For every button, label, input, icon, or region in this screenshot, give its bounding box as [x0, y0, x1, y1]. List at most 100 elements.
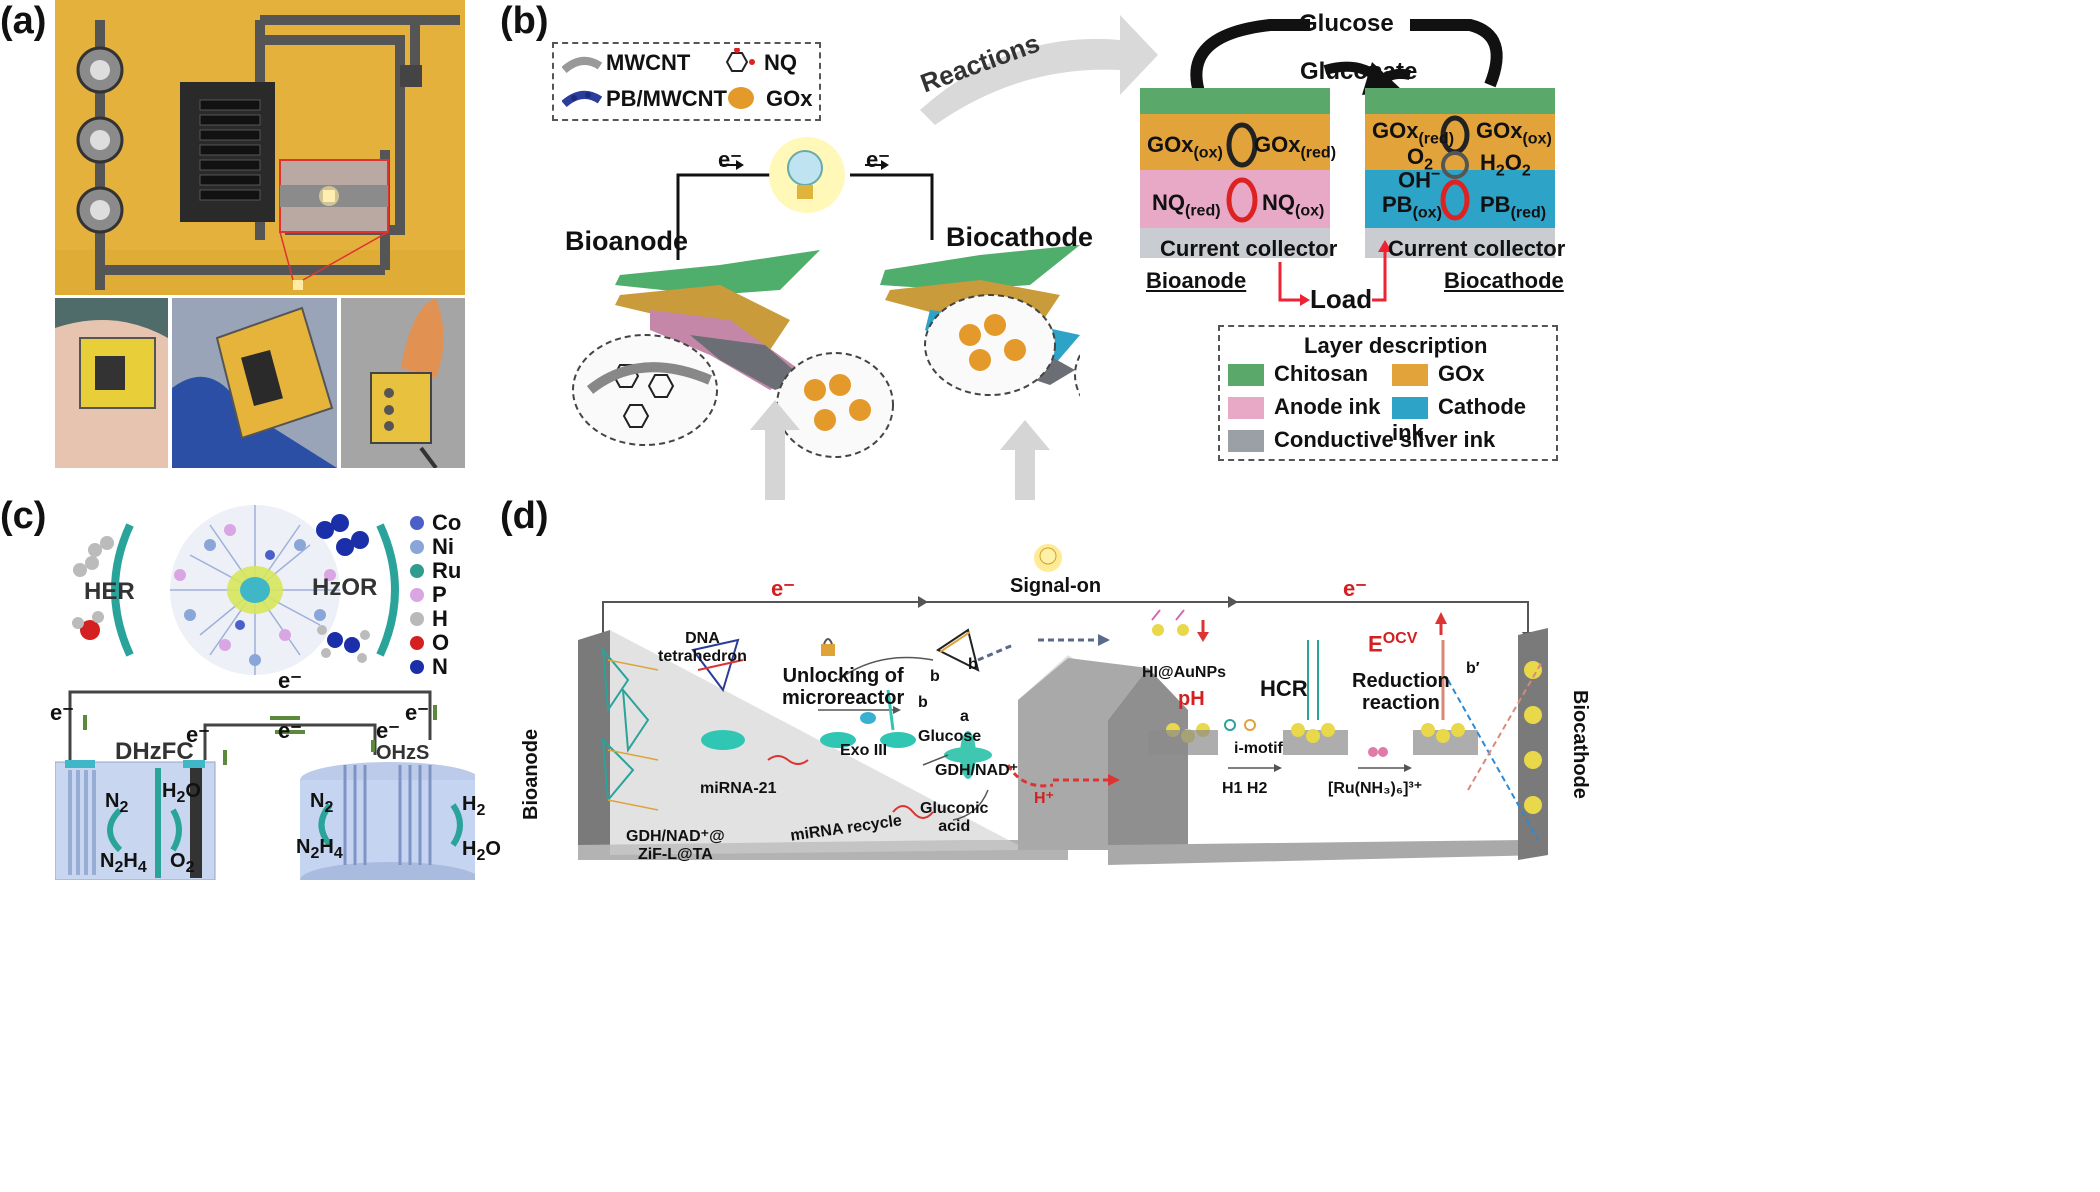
- anode-nq-ox: NQ(ox): [1262, 190, 1325, 220]
- h1h2-label: H1 H2: [1222, 780, 1268, 797]
- layer-chitosan: Chitosan: [1228, 361, 1368, 387]
- anode-gox-red: GOx(red): [1254, 132, 1337, 162]
- element-legend: Co Ni Ru P H O N: [410, 510, 480, 679]
- c-electron-mid-left: e⁻: [186, 722, 210, 747]
- ohzs-label: OHzS: [376, 742, 430, 764]
- cathode-gox-red: GOx(red): [1372, 118, 1455, 148]
- device-photo: [55, 0, 465, 295]
- electron-right: e⁻: [866, 147, 890, 172]
- photo-arm-drawing: [55, 298, 168, 468]
- photo-hand-drawing: [172, 298, 337, 468]
- electron-left: e⁻: [718, 147, 742, 172]
- bioanode-scheme-label: Bioanode: [1146, 268, 1247, 293]
- layer-anode-ink: Anode ink: [1228, 394, 1380, 420]
- strand-b-left: b: [930, 668, 940, 685]
- panel-label-c: (c): [0, 495, 47, 537]
- bprime-label: b′: [1466, 660, 1480, 677]
- mwcnt-icon: [562, 56, 602, 74]
- nq-icon: [725, 48, 755, 72]
- panel-label-a: (a): [0, 0, 47, 42]
- c-electron-left: e⁻: [50, 700, 74, 725]
- biocathode-scheme-label: Biocathode: [1444, 268, 1564, 293]
- gox-icon: [728, 87, 754, 109]
- d-electron-left: e⁻: [771, 576, 795, 601]
- unlocking-label: Unlocking of microreactor: [782, 665, 905, 709]
- ru-complex-label: [Ru(NH₃)₆]³⁺: [1328, 780, 1423, 797]
- legend-gox: GOx: [766, 86, 813, 111]
- gdh-zif-label: GDH/NAD⁺@ ZiF-L@TA: [626, 828, 725, 863]
- layer-description-box: Layer description Chitosan GOx Anode ink…: [1218, 325, 1558, 461]
- legend-nq: NQ: [764, 50, 797, 75]
- dhzfc-n2: N2: [105, 790, 129, 816]
- photo-flame: [341, 298, 465, 468]
- dhzfc-ohzs-device: [55, 690, 475, 880]
- cathode-pb-red: PB(red): [1480, 192, 1547, 222]
- legend-pbmwcnt: PB/MWCNT: [606, 86, 727, 111]
- element-co: Co: [410, 510, 480, 535]
- panel-label-d: (d): [500, 495, 549, 537]
- ph-label: pH: [1178, 688, 1205, 710]
- layer-silver-ink: Conductive silver ink: [1228, 427, 1495, 453]
- layer-gox: GOx: [1392, 361, 1484, 387]
- strand-a: a: [960, 708, 969, 725]
- ohzs-h2o: H2O: [462, 838, 501, 864]
- strand-b-lower: b: [918, 694, 928, 711]
- element-ru: Ru: [410, 558, 480, 583]
- biofuel-cell-circuit: [572, 137, 1080, 500]
- pbmwcnt-icon: [562, 90, 602, 108]
- anode-gox-ox: GOx(ox): [1147, 132, 1223, 162]
- hi-aunps-label: HI@AuNPs: [1142, 664, 1227, 681]
- anode-nq-red: NQ(red): [1152, 190, 1221, 220]
- photo-hand: [172, 298, 337, 468]
- eocv-label: EOCV: [1368, 630, 1418, 657]
- c-electron-mid-right: e⁻: [376, 718, 400, 743]
- layer-description-title: Layer description: [1304, 333, 1488, 358]
- reaction-scheme: [1140, 19, 1555, 306]
- imotif-label: i-motif: [1234, 740, 1283, 757]
- c-electron-right: e⁻: [405, 700, 429, 725]
- c-electron-top: e⁻: [278, 668, 302, 693]
- ohzs-n2h4: N2H4: [296, 836, 343, 862]
- cathode-o2: O2: [1407, 144, 1434, 174]
- load-label: Load: [1310, 284, 1373, 314]
- dna-tetrahedron-label: DNA tetrahedron: [658, 630, 747, 665]
- photo-arm: [55, 298, 168, 468]
- hplus-label: H⁺: [1034, 790, 1054, 807]
- gluconate-label: Gluconate: [1300, 58, 1418, 85]
- glucose-label: Glucose: [1299, 10, 1394, 37]
- legend-mwcnt: MWCNT: [606, 50, 691, 75]
- hcr-label: HCR: [1260, 676, 1308, 701]
- gluconic-label: Gluconic acid: [920, 800, 989, 835]
- element-ni: Ni: [410, 534, 480, 559]
- microreactor-scheme: [578, 544, 1548, 865]
- cathode-h2o2: H2O2: [1480, 150, 1531, 180]
- hzor-label: HzOR: [312, 574, 378, 601]
- d-bioanode-label: Bioanode: [520, 728, 542, 820]
- cathode-oh: OH−: [1398, 166, 1441, 193]
- signal-on-label: Signal-on: [1010, 575, 1102, 597]
- d-electron-right: e⁻: [1343, 576, 1367, 601]
- element-n: N: [410, 654, 480, 679]
- material-legend: MWCNT PB/MWCNT NQ GOx: [552, 42, 821, 121]
- layer-cathode-ink: Cathode ink: [1392, 394, 1526, 445]
- anode-collector: Current collector: [1160, 236, 1338, 261]
- d-glucose-label: Glucose: [918, 728, 982, 745]
- reactions-arrow: [920, 15, 1158, 125]
- reduction-label: Reduction reaction: [1352, 670, 1450, 714]
- strand-b-right: b: [968, 656, 978, 673]
- exo-label: Exo III: [840, 742, 888, 759]
- dhzfc-label: DHzFC: [115, 738, 194, 765]
- her-label: HER: [84, 578, 135, 605]
- element-o: O: [410, 630, 480, 655]
- ohzs-n2: N2: [310, 790, 334, 816]
- cathode-gox-ox: GOx(ox): [1476, 118, 1552, 148]
- dhzfc-o2: O2: [170, 850, 195, 876]
- device-photo-drawing: [55, 0, 465, 295]
- dhzfc-h2o: H2O: [162, 780, 201, 806]
- cathode-collector: Current collector: [1388, 236, 1566, 261]
- mirna-label: miRNA-21: [700, 780, 777, 797]
- gdh-label: GDH/NAD⁺: [935, 762, 1019, 779]
- d-biocathode-label: Biocathode: [1569, 690, 1591, 799]
- cathode-pb-ox: PB(ox): [1382, 192, 1442, 222]
- c-electron-mid: e⁻: [278, 718, 302, 743]
